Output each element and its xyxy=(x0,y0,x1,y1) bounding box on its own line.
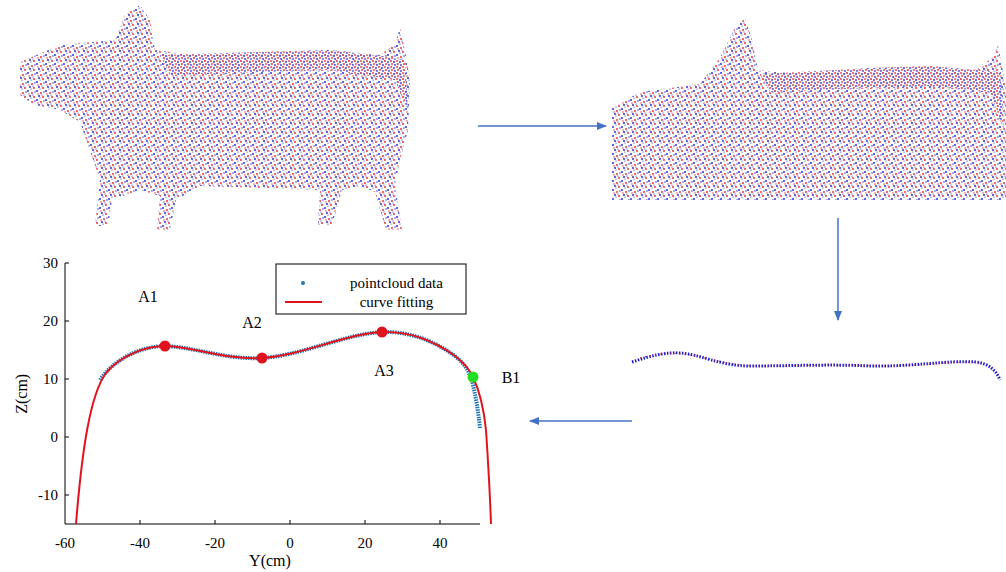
back-profile-cloud-red xyxy=(640,353,980,366)
tick-label: 20 xyxy=(358,535,373,552)
tick-label: 40 xyxy=(433,535,448,552)
tick-label: -40 xyxy=(130,535,150,552)
key-point xyxy=(160,341,171,352)
back-profile-cloud xyxy=(632,353,1000,380)
point-label: A2 xyxy=(242,314,262,332)
key-point xyxy=(377,327,388,338)
tick-label: -20 xyxy=(205,535,225,552)
key-point xyxy=(257,353,268,364)
legend-text: pointcloud data xyxy=(350,275,443,292)
legend-line-sample xyxy=(285,301,322,303)
pig-point-cloud xyxy=(20,5,410,230)
tick-label: 0 xyxy=(51,429,59,446)
tick-label: 30 xyxy=(43,255,58,272)
point-label: A1 xyxy=(138,288,158,306)
plot-axes xyxy=(65,263,480,524)
upper-body-highlight xyxy=(760,66,1004,130)
pig-back-highlight xyxy=(160,50,408,110)
tick-label: -60 xyxy=(55,535,75,552)
point-label: A3 xyxy=(374,362,394,380)
axis-title: Z(cm) xyxy=(13,374,31,414)
fitted-curve xyxy=(76,332,491,524)
flow-arrow xyxy=(837,218,839,320)
tick-label: -10 xyxy=(38,487,58,504)
legend-dot-sample xyxy=(301,281,305,285)
legend-text: curve fitting xyxy=(360,294,434,311)
tick-label: 20 xyxy=(43,313,58,330)
key-point xyxy=(468,372,479,383)
flow-arrow xyxy=(478,125,606,127)
tick-label: 10 xyxy=(43,371,58,388)
axis-title: Y(cm) xyxy=(249,552,291,570)
flow-arrow xyxy=(530,420,632,422)
upper-body-point-cloud xyxy=(612,18,1006,200)
legend-box xyxy=(276,264,466,314)
tick-label: 0 xyxy=(286,535,294,552)
point-label: B1 xyxy=(502,369,521,387)
